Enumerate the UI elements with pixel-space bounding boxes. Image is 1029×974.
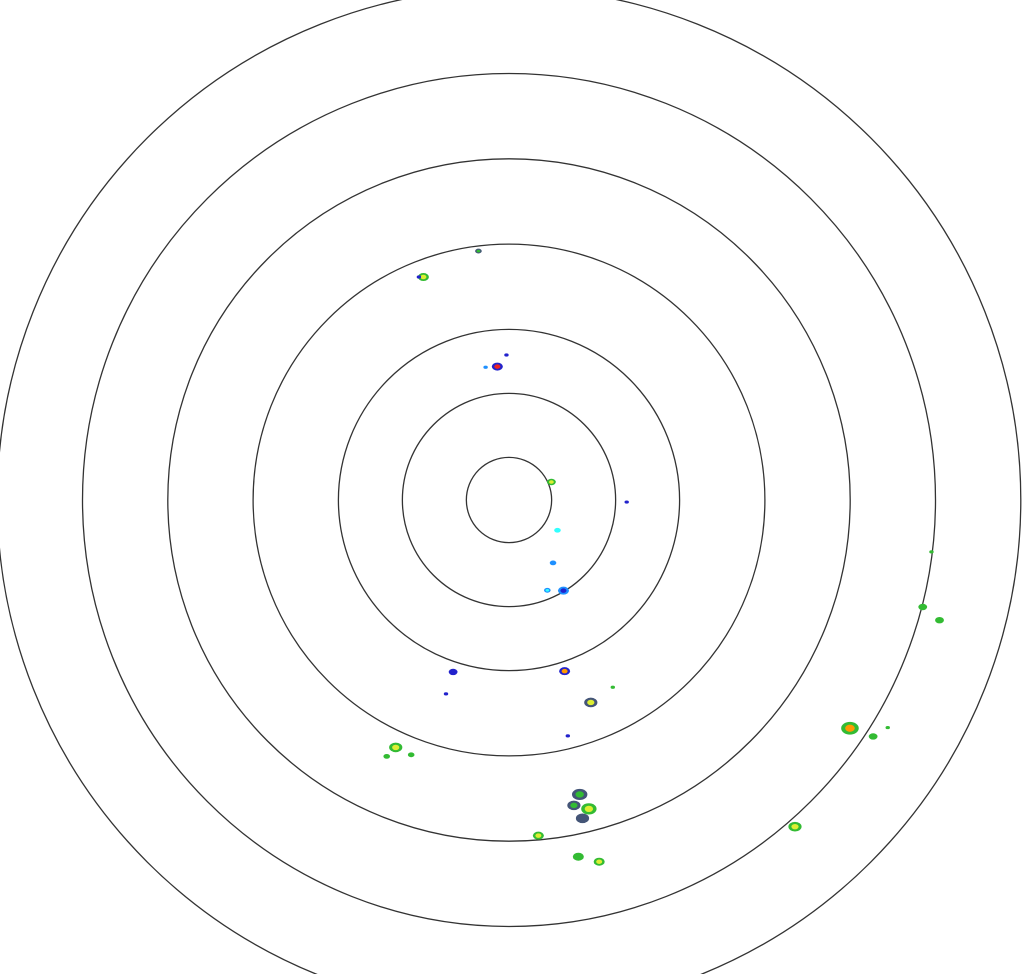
echo-edge (929, 550, 934, 554)
echo-edge (504, 353, 509, 357)
radar-echo (868, 733, 878, 740)
radar-echo (407, 752, 415, 758)
echo-core (587, 699, 595, 706)
echo-edge (565, 734, 571, 738)
radar-echo (885, 725, 890, 730)
echo-core (476, 249, 481, 253)
radar-echo (567, 800, 581, 811)
radar-echo (443, 692, 449, 696)
radar-echo (389, 742, 403, 753)
echo-edge (416, 275, 422, 279)
echo-core (575, 791, 584, 798)
echo-core (420, 274, 427, 280)
radar-echo (554, 527, 561, 533)
echo-edge (610, 685, 615, 689)
range-ring (337, 328, 681, 672)
radar-echo (475, 248, 482, 254)
radar-echo (448, 668, 458, 676)
radar-echo (532, 831, 544, 840)
radar-echo (571, 788, 588, 801)
echo-core (549, 480, 554, 484)
radar-echo (841, 721, 859, 735)
radar-echo (483, 365, 488, 369)
radar-echo (416, 275, 422, 279)
echo-edge (483, 365, 488, 369)
radar-echo (575, 813, 590, 824)
echo-core (791, 823, 799, 830)
echo-core (494, 364, 501, 369)
echo-core (596, 859, 603, 864)
radar-echo (584, 697, 598, 708)
echo-core (392, 744, 400, 751)
radar-echo (788, 821, 802, 832)
radar-echo (935, 616, 944, 624)
echo-core (545, 588, 550, 592)
radar-echo (417, 273, 429, 282)
radar-echo (610, 685, 615, 689)
echo-core (575, 854, 582, 859)
radar-echo (565, 734, 571, 738)
echo-core (384, 755, 389, 758)
echo-core (937, 618, 942, 622)
radar-echo (544, 587, 551, 593)
radar-echo (504, 353, 509, 357)
range-ring (81, 72, 937, 928)
echo-core (555, 528, 560, 532)
echo-core (578, 815, 587, 822)
radar-echo (491, 362, 503, 371)
echo-core (535, 833, 542, 838)
echo-edge (885, 725, 890, 730)
range-ring (167, 158, 851, 842)
radar-echo (547, 478, 556, 486)
echo-core (560, 588, 567, 593)
radar-echo (624, 500, 629, 504)
echo-core (570, 802, 578, 809)
radar-echo (549, 560, 557, 566)
echo-edge (624, 500, 629, 504)
echo-core (870, 734, 876, 739)
radar-echo (572, 852, 584, 861)
radar-echo (557, 586, 569, 595)
echo-core (551, 561, 555, 565)
echo-core (409, 753, 413, 757)
radar-echo (929, 550, 934, 554)
radar-echo (581, 803, 597, 815)
echo-core (920, 605, 926, 609)
range-ring (465, 456, 553, 544)
radar-echoes (383, 248, 944, 866)
range-ring (252, 243, 766, 757)
range-ring (401, 392, 617, 608)
radar-echo (559, 667, 571, 676)
echo-core (584, 805, 594, 813)
echo-core (450, 670, 456, 674)
radar-echo (918, 603, 928, 611)
radar-echo (593, 857, 605, 866)
radar-echo (383, 753, 391, 759)
echo-core (561, 668, 568, 674)
echo-edge (443, 692, 449, 696)
echo-core (845, 724, 855, 732)
